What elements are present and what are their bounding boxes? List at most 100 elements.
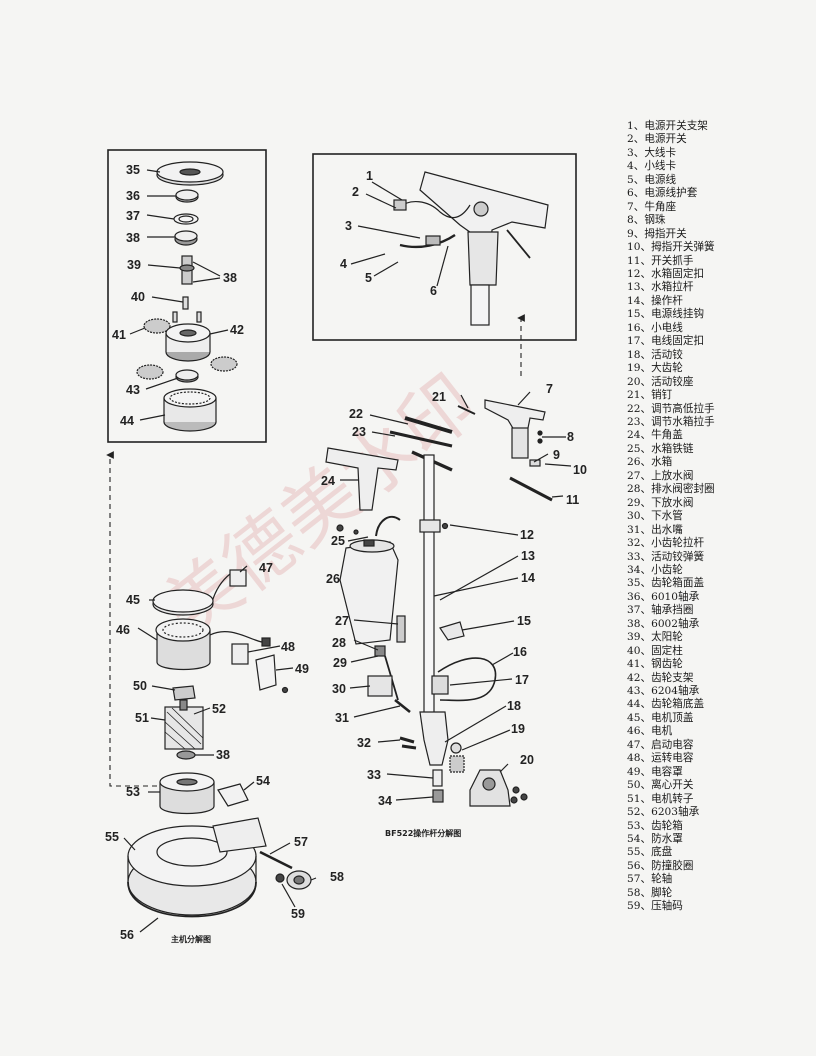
legend-item-29: 29、下放水阀 [627,497,807,510]
callout-54: 54 [256,774,270,788]
legend-number: 28 [627,483,641,496]
legend-number: 15 [627,308,641,321]
legend-item-15: 15、电源线挂钩 [627,308,807,321]
legend-separator: 、 [640,738,652,751]
legend-item-28: 28、排水阀密封圈 [627,483,807,496]
legend-separator: 、 [640,779,652,792]
legend-part-name: 电源开关 [644,133,687,146]
legend-item-44: 44、齿轮箱底盖 [627,698,807,711]
callout-43: 43 [126,383,140,397]
legend-separator: 、 [640,671,652,684]
legend-separator: 、 [640,604,652,617]
switch-callouts: 1 2 3 4 5 6 [340,169,437,298]
handle-assembly [325,391,572,807]
legend-item-52: 52、6203轴承 [627,806,807,819]
legend-separator: 、 [640,267,652,280]
legend-number: 6 [627,187,634,200]
legend-part-name: 离心开关 [651,779,694,792]
legend-item-30: 30、下水管 [627,510,807,523]
callout-33: 33 [367,768,381,782]
callout-39: 39 [127,258,141,272]
legend-separator: 、 [640,496,652,509]
legend-item-5: 5、电源线 [627,174,807,187]
legend-number: 12 [627,267,641,280]
legend-number: 19 [627,362,641,375]
callout-14: 14 [521,571,535,585]
legend-part-name: 6010轴承 [651,590,700,603]
callout-35: 35 [126,163,140,177]
callout-9: 9 [553,448,560,462]
legend-number: 10 [627,241,641,254]
legend-number: 39 [627,631,641,644]
legend-part-name: 电源线护套 [644,187,698,200]
callout-7: 7 [546,382,553,396]
callout-5: 5 [365,271,372,285]
legend-number: 1 [627,120,634,132]
legend-number: 46 [627,725,641,738]
legend-number: 2 [627,133,634,146]
legend-part-name: 轴承挡圈 [651,604,694,617]
callout-22: 22 [349,407,363,421]
legend-item-43: 43、6204轴承 [627,685,807,698]
legend-separator: 、 [640,792,652,805]
legend-part-name: 活动铰 [651,348,683,361]
callout-28: 28 [332,636,346,650]
legend-number: 29 [627,496,641,509]
legend-item-14: 14、操作杆 [627,295,807,308]
callout-41: 41 [112,328,126,342]
legend-item-47: 47、启动电容 [627,739,807,752]
callout-27: 27 [335,614,349,628]
legend-part-name: 水箱固定扣 [651,267,705,280]
legend-separator: 、 [640,873,652,886]
legend-part-name: 齿轮箱底盖 [651,698,705,711]
legend-item-20: 20、活动铰座 [627,376,807,389]
legend-item-23: 23、调节水箱拉手 [627,416,807,429]
callout-44: 44 [120,414,134,428]
callout-29: 29 [333,656,347,670]
legend-separator: 、 [640,389,652,402]
callout-12: 12 [520,528,534,542]
legend-separator: 、 [640,442,652,455]
legend-number: 45 [627,711,641,724]
callout-2: 2 [352,185,359,199]
legend-separator: 、 [640,631,652,644]
legend-separator: 、 [640,644,652,657]
legend-number: 59 [627,900,641,913]
legend-separator: 、 [640,308,652,321]
legend-part-name: 电容罩 [651,765,683,778]
legend-part-name: 电机顶盖 [651,711,694,724]
callout-16: 16 [513,645,527,659]
legend-separator: 、 [633,160,645,173]
legend-part-name: 拇指开关弹簧 [651,241,715,254]
legend-separator: 、 [640,563,652,576]
legend-part-name: 6204轴承 [651,685,700,698]
legend-number: 22 [627,402,641,415]
legend-item-34: 34、小齿轮 [627,564,807,577]
callout-38: 38 [126,231,140,245]
legend-number: 48 [627,752,641,765]
legend-part-name: 底盘 [651,846,673,859]
callout-58: 58 [330,870,344,884]
legend-separator: 、 [640,900,652,913]
legend-separator: 、 [640,348,652,361]
legend-part-name: 出水嘴 [651,523,683,536]
callout-3: 3 [345,219,352,233]
legend-number: 57 [627,873,641,886]
legend-number: 32 [627,537,641,550]
legend-item-35: 35、齿轮箱面盖 [627,577,807,590]
legend-separator: 、 [640,402,652,415]
legend-part-name: 小线卡 [644,160,677,173]
legend-part-name: 活动铰座 [651,375,694,388]
legend-item-6: 6、电源线护套 [627,187,807,200]
legend-part-name: 下水管 [651,510,683,523]
legend-part-name: 电源线 [644,173,677,186]
legend-number: 40 [627,644,641,657]
legend-item-56: 56、防撞胶圈 [627,860,807,873]
legend-item-12: 12、水箱固定扣 [627,268,807,281]
legend-separator: 、 [633,214,645,227]
callout-45: 45 [126,593,140,607]
legend-number: 14 [627,294,641,307]
callout-37: 37 [126,209,140,223]
callout-46: 46 [116,623,130,637]
